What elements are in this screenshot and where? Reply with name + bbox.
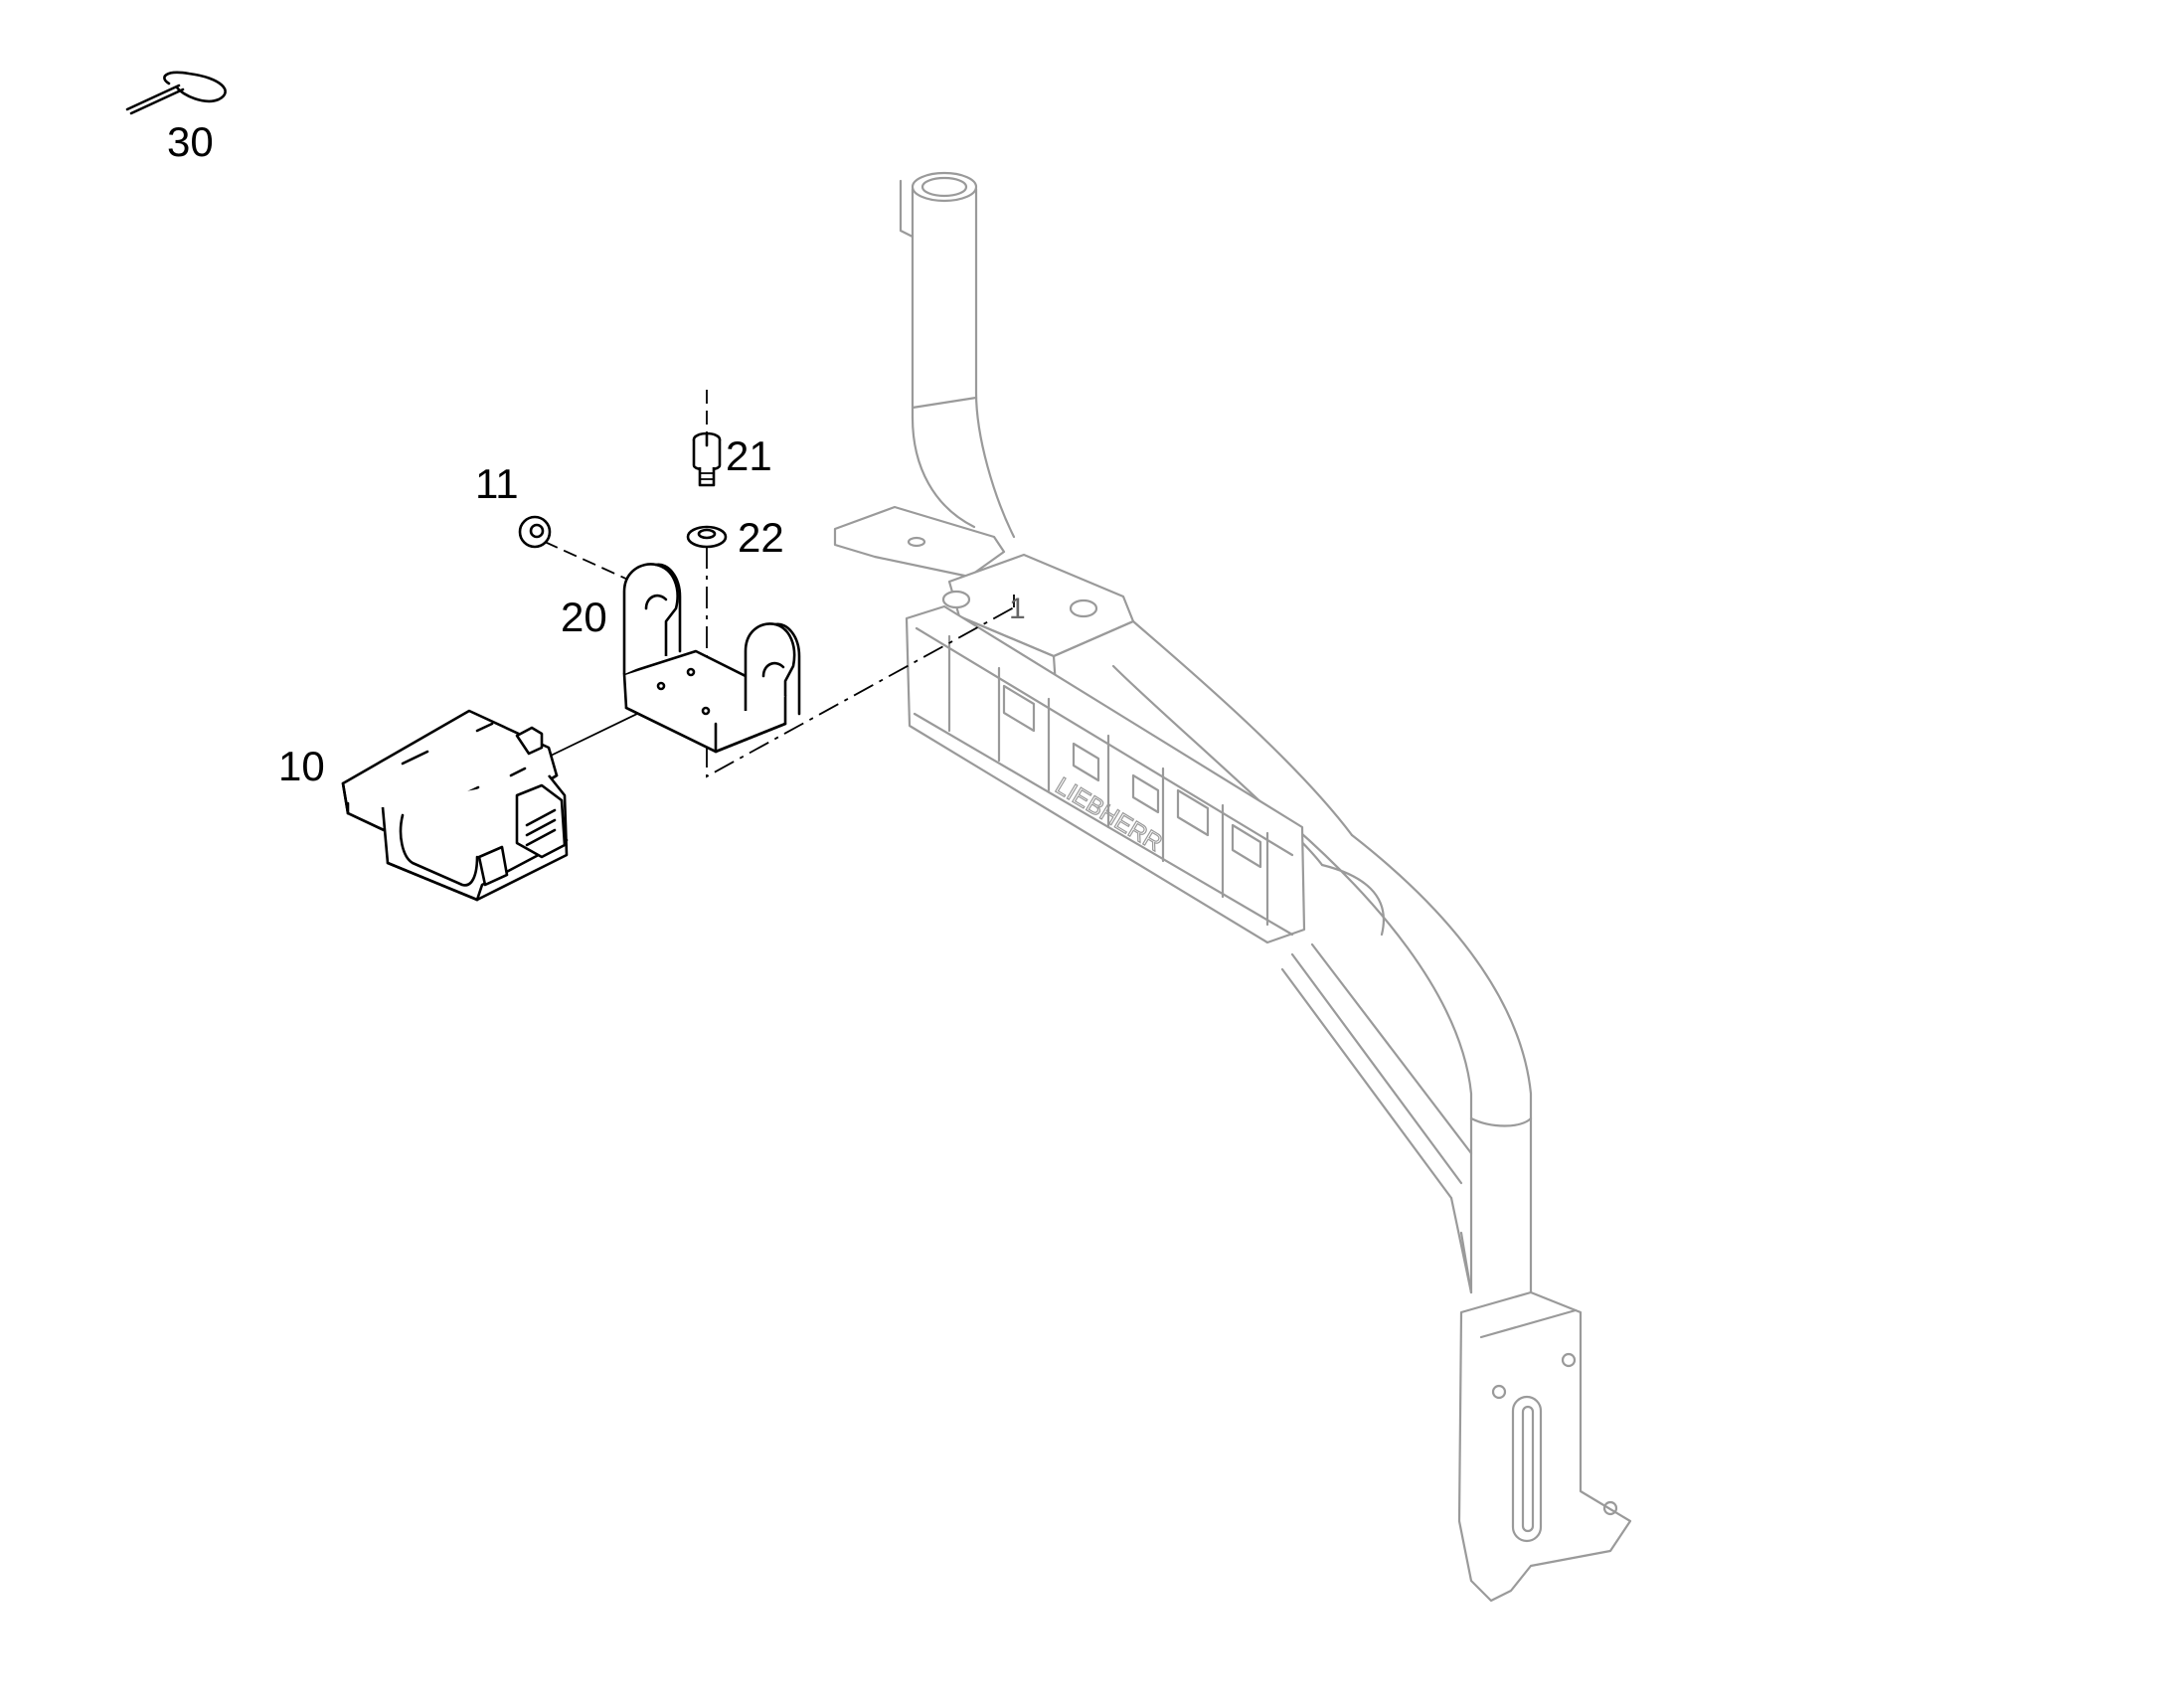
cable-tie-icon xyxy=(125,71,227,115)
callout-22: 22 xyxy=(738,514,784,561)
callout-10: 10 xyxy=(278,743,325,789)
lamp-housing-icon xyxy=(341,709,569,902)
license-plate-holder-frame: LIEBHERR xyxy=(833,171,1632,1603)
callout-21: 21 xyxy=(726,432,772,479)
mounting-bracket-icon xyxy=(622,563,801,754)
callout-11: 11 xyxy=(475,460,519,507)
callout-30: 30 xyxy=(167,118,214,165)
callout-20: 20 xyxy=(561,594,607,640)
washer-icon xyxy=(518,515,552,549)
bolt-icon xyxy=(692,431,722,487)
washer-icon xyxy=(686,525,728,549)
callout-1: 1 xyxy=(1009,593,1026,625)
